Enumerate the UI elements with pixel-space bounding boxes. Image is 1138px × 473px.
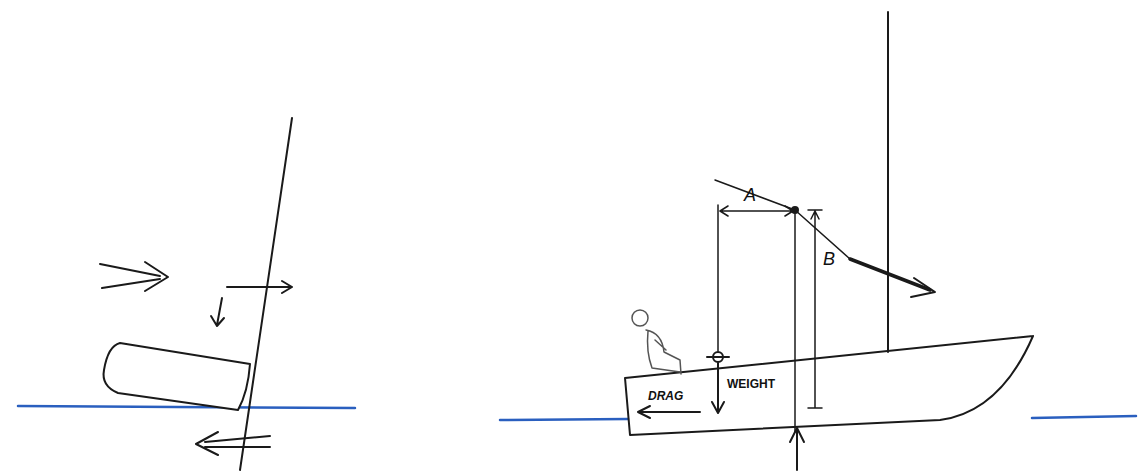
sail-force-arrow [911, 278, 935, 297]
dimension-b [808, 210, 822, 408]
wind-arrow [100, 262, 168, 291]
sail-force-arrow [850, 259, 930, 290]
force-label: WEIGHT [727, 378, 775, 390]
mainsheet-line [715, 180, 850, 259]
force-label: DRAG [648, 390, 683, 402]
hull [625, 336, 1033, 435]
dimension-a [718, 205, 793, 351]
sailor [632, 310, 681, 374]
force-arrow [227, 281, 292, 293]
water-line [18, 406, 355, 408]
dimension-label: B [823, 250, 835, 268]
weight-arrow [712, 363, 724, 413]
water-arrow [196, 432, 270, 455]
drag-arrow [638, 406, 700, 418]
dimension-label: A [744, 186, 756, 204]
mast [887, 12, 889, 352]
water-line [500, 416, 1136, 420]
vertical-line [794, 214, 796, 432]
weight-symbol [707, 356, 729, 358]
force-arrow [211, 298, 224, 326]
mast [240, 118, 292, 470]
hull [104, 343, 250, 410]
pivot-dot [792, 207, 798, 213]
buoyancy-arrow [790, 428, 804, 470]
